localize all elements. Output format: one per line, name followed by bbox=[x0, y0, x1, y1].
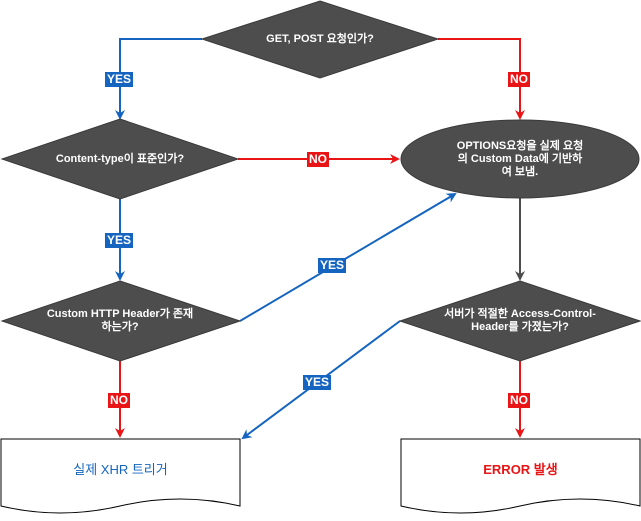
edge-label-server-yes: YES bbox=[303, 375, 332, 390]
edge-label-server-no: NO bbox=[508, 393, 530, 408]
document-error-label: ERROR 발생 bbox=[483, 461, 558, 477]
decision-server-header-label: 서버가 적절한 Access-Control-Header를 가졌는가? bbox=[444, 308, 596, 333]
process-options-request-label: OPTIONS요청을 실제 요청의 Custom Data에 기반하여 보냄. bbox=[456, 139, 584, 178]
document-trigger-xhr-label: 실제 XHR 트리거 bbox=[73, 461, 168, 477]
edge-custom-header-yes bbox=[239, 192, 457, 322]
decision-server-header bbox=[398, 280, 641, 362]
decision-custom-header-label: Custom HTTP Header가 존재하는가? bbox=[46, 308, 194, 333]
process-options-request bbox=[400, 119, 640, 199]
edge-label-custom-header-no: NO bbox=[108, 393, 130, 408]
edge-label-method-no: NO bbox=[508, 72, 530, 87]
edge-method-yes bbox=[115, 38, 202, 120]
decision-method-label: GET, POST 요청인가? bbox=[266, 32, 374, 45]
edge-method-no bbox=[438, 38, 525, 120]
edge-label-content-type-yes: YES bbox=[105, 233, 134, 248]
edge-label-custom-header-yes: YES bbox=[318, 258, 347, 273]
decision-content-type bbox=[0, 118, 240, 200]
document-error bbox=[400, 438, 641, 514]
edge-label-method-yes: YES bbox=[105, 72, 134, 87]
decision-content-type-label: Content-type이 표준인가? bbox=[55, 152, 185, 165]
decision-custom-header bbox=[0, 280, 242, 362]
edge-label-content-type-no: NO bbox=[307, 152, 329, 167]
document-trigger-xhr bbox=[0, 438, 241, 514]
decision-method bbox=[200, 0, 440, 79]
